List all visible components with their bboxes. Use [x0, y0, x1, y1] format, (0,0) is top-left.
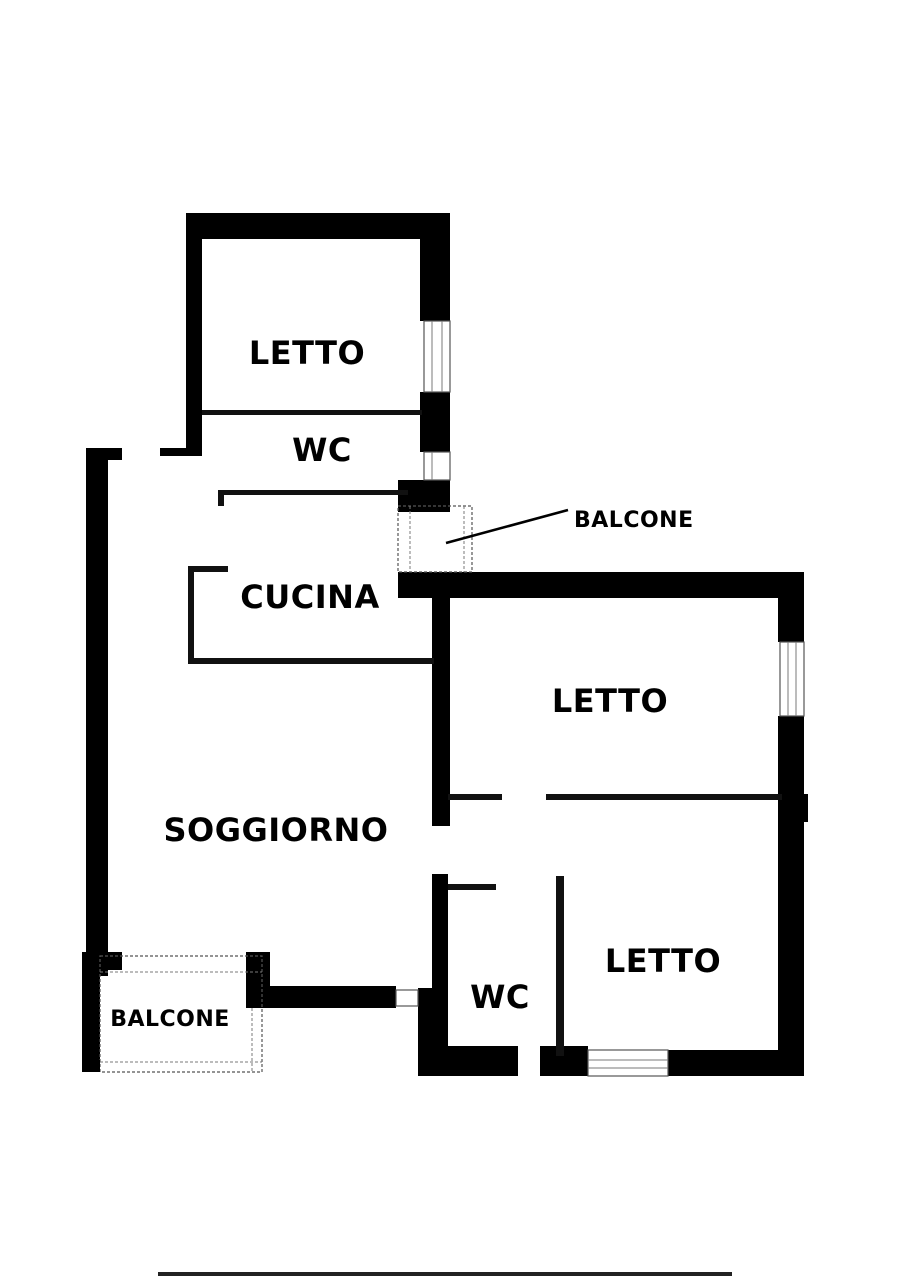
wall-left: [86, 448, 108, 976]
partition-cucina-left-cap: [188, 566, 228, 572]
label-soggiorno: SOGGIORNO: [163, 811, 388, 849]
label-cucina: CUCINA: [240, 578, 379, 616]
balcone-lower-box: [99, 955, 263, 1073]
wall-bottom-right-a: [418, 1046, 518, 1076]
label-letto-right-upper: LETTO: [552, 682, 668, 720]
partition-cucina-top: [218, 490, 408, 495]
walls: [82, 213, 808, 1076]
label-balcone-lower: BALCONE: [110, 1007, 230, 1032]
wall-right-top: [398, 572, 804, 598]
label-letto-right-lower: LETTO: [605, 942, 721, 980]
label-wc-top: WC: [292, 431, 352, 469]
partition-cucina-stub: [218, 490, 224, 506]
wall-right-notch: [790, 794, 808, 822]
wall-balcony-left: [82, 952, 100, 1070]
partitions: [188, 410, 782, 1056]
windows: [395, 320, 805, 1077]
partition-cucina-left: [188, 568, 194, 664]
wall-right-upper: [778, 572, 804, 642]
partition-letto-divider-a: [448, 794, 502, 800]
wall-top-left-left: [186, 213, 202, 453]
wall-top-left-right-lower: [398, 480, 450, 512]
wall-top-left-top: [186, 213, 450, 239]
wall-top-left-right-upper: [420, 213, 450, 321]
wall-bottom-right-c: [668, 1050, 804, 1076]
window-right-letto: [779, 641, 805, 717]
partition-letto-divider-b: [546, 794, 782, 800]
label-balcone-upper: BALCONE: [574, 508, 694, 533]
window-bottom-soggiorno: [395, 989, 419, 1007]
window-top-wc: [423, 451, 451, 481]
wall-soggiorno-bottom: [246, 986, 396, 1008]
wall-balcony-top: [82, 952, 122, 970]
scan-edge-line: [158, 1272, 732, 1276]
wall-right-mid: [778, 716, 804, 1076]
partition-wc-right: [556, 876, 564, 1056]
partition-cucina-bottom: [188, 658, 434, 664]
label-wc-bottom: WC: [470, 978, 530, 1016]
room-labels: LETTO WC CUCINA LETTO SOGGIORNO LETTO WC…: [110, 334, 721, 1032]
label-letto-top-left: LETTO: [249, 334, 365, 372]
window-top-letto: [423, 320, 451, 393]
wall-central-upper: [432, 590, 450, 826]
partition-wc-top: [448, 884, 496, 890]
balcone-upper-box: [397, 505, 473, 573]
wall-top-left-right-middle: [420, 392, 450, 452]
balcone-leader-line: [445, 508, 569, 545]
partition-letto-wc-top: [202, 410, 422, 415]
wall-step-top-2: [160, 448, 202, 456]
window-bottom-right: [587, 1049, 669, 1077]
balcone-lower-base: [82, 1060, 100, 1072]
